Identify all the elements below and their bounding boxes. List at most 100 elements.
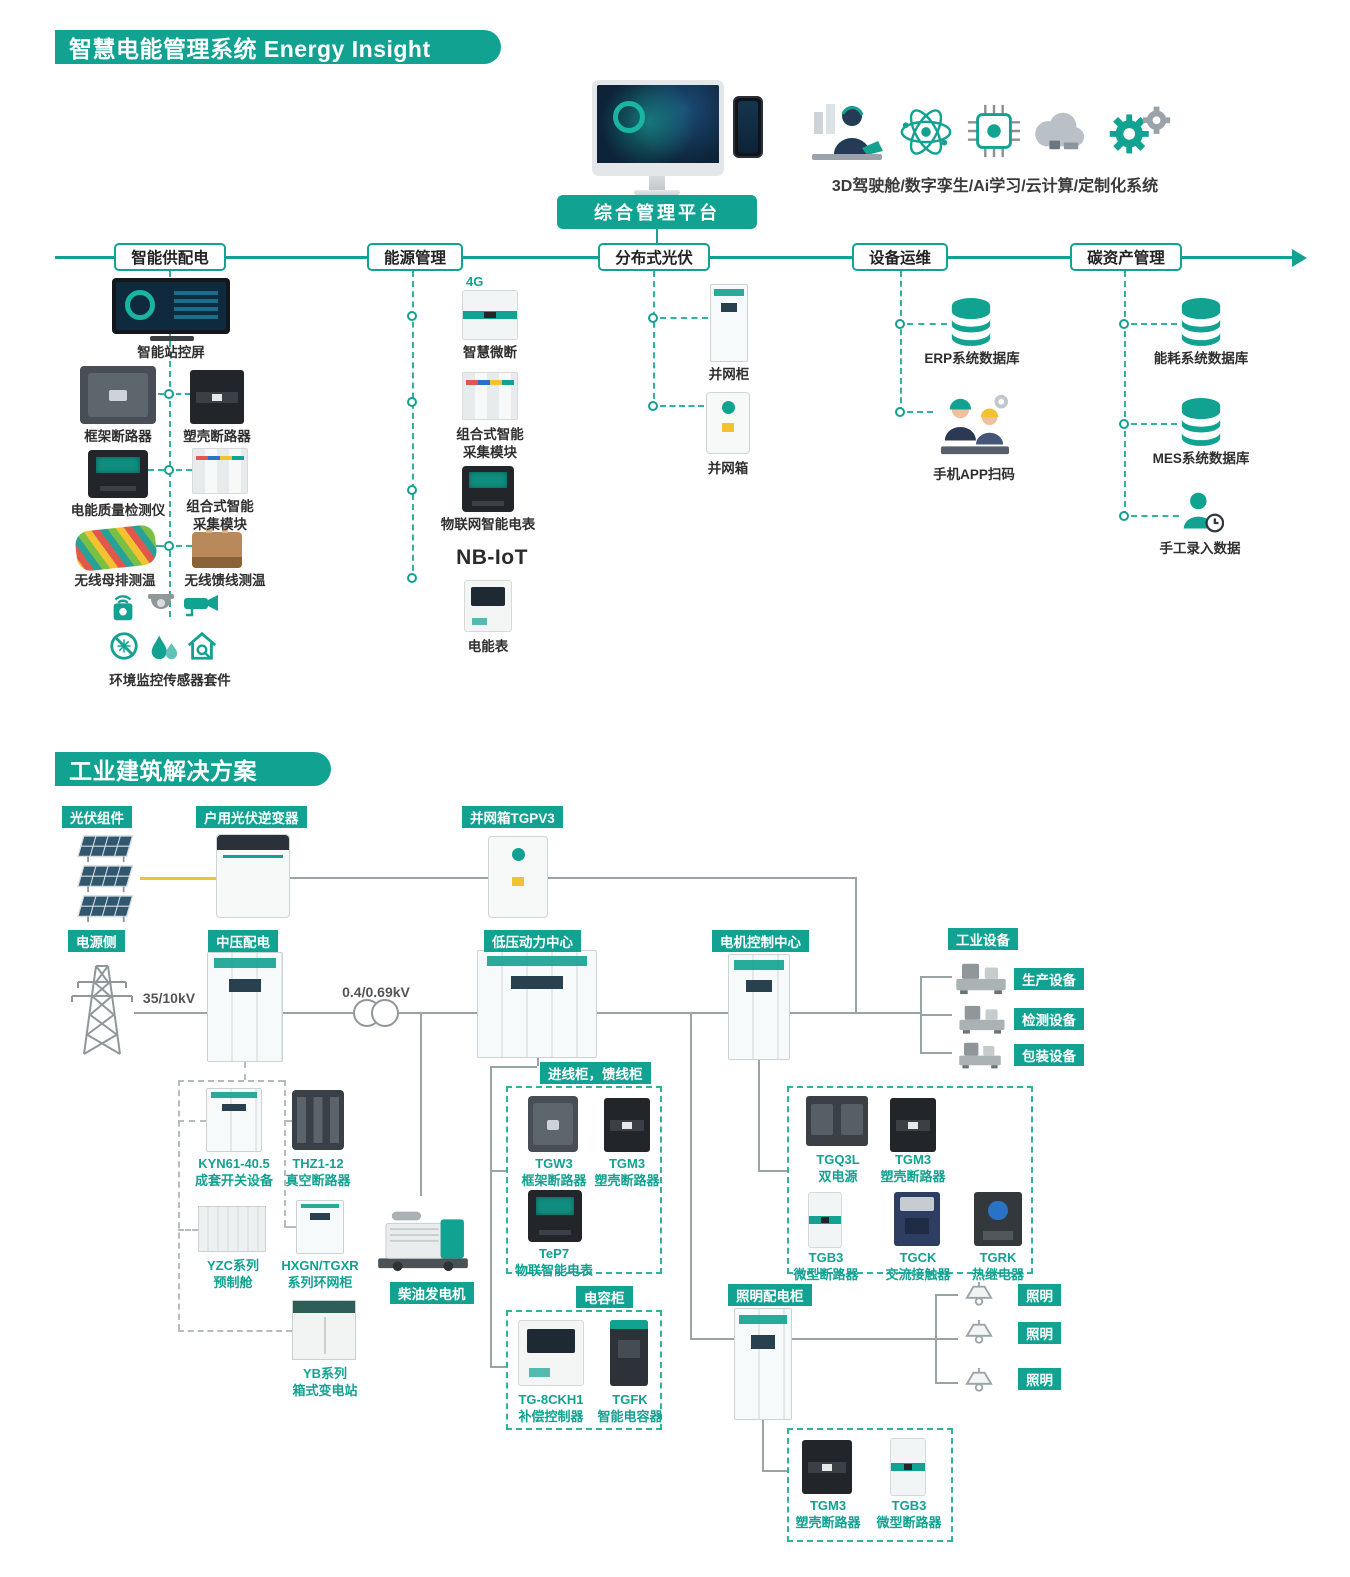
mv-tree-drop (244, 1062, 246, 1080)
gen-feed-line (420, 1014, 422, 1196)
mv-cabinet-image (207, 952, 283, 1062)
custom-system-gears-icon (1100, 96, 1176, 166)
equip-stub-2 (920, 1014, 952, 1016)
lamp-stub-1 (935, 1294, 958, 1296)
col5-dashed-line (1124, 271, 1126, 517)
lv-stub-2 (490, 1366, 506, 1368)
power-side-chip: 电源侧 (68, 930, 125, 952)
equip-stub-3 (920, 1052, 952, 1054)
col2-node-3 (407, 485, 417, 495)
transmission-tower-icon (70, 952, 134, 1056)
tgq3l-image (806, 1096, 868, 1146)
lamp-bus-line (935, 1294, 937, 1382)
testing-machine-icon (956, 1000, 1008, 1036)
col4-stub-1 (907, 323, 947, 325)
manual-entry-label: 手工录入数据 (1159, 541, 1241, 556)
yb-image (292, 1300, 356, 1360)
erp-db-label: ERP系统数据库 (924, 351, 1020, 366)
tg8ckh1-image (518, 1320, 584, 1386)
tgm3-mcc-image (890, 1098, 936, 1152)
bottom-drop-line (762, 1420, 764, 1470)
col3-stub-1 (660, 317, 708, 319)
mv-tree-top (178, 1080, 284, 1082)
inverter-to-box-line (290, 877, 488, 879)
tg8ckh1-label: TG-8CKH1 补偿控制器 (518, 1392, 584, 1424)
env-camera-icon (182, 590, 222, 620)
acq-module2-image (462, 372, 518, 420)
lv-tree-top (490, 1066, 537, 1068)
nbiot-logo: NB-IoT (456, 546, 528, 569)
app-scan-label: 手机APP扫码 (933, 467, 1015, 482)
tgb3-mcc-label: TGB3 微型断路器 (793, 1250, 859, 1282)
ai-chip-icon (966, 102, 1022, 160)
section-energy-title: 智慧电能管理系统 Energy Insight (69, 36, 431, 62)
incoming-dashed-box (506, 1086, 662, 1274)
packaging-chip: 包装设备 (1014, 1044, 1084, 1066)
col2-node-1 (407, 311, 417, 321)
erp-database-icon (948, 296, 994, 346)
mcc-stub (758, 1170, 787, 1172)
tgw3-label: TGW3 框架断路器 (521, 1156, 587, 1188)
col3-stub-2 (660, 405, 704, 407)
branch-carbon-mgmt: 碳资产管理 (1070, 243, 1182, 271)
tgrk-image (974, 1192, 1022, 1246)
lamp-icon (956, 1320, 1002, 1346)
tgw3-image (528, 1096, 578, 1152)
iot-meter-image (462, 466, 514, 512)
iot-meter-label: 物联网智能电表 (440, 517, 536, 532)
mv-dist-chip: 中压配电 (208, 930, 278, 952)
equip-stub-1 (920, 976, 952, 978)
cap-cab-chip: 电容柜 (576, 1286, 633, 1308)
station-screen-label: 智能站控屏 (137, 345, 205, 360)
kv04-text: 0.4/0.69kV (342, 984, 410, 1000)
mv-stub-hxgn (284, 1226, 296, 1228)
col5-node-2 (1119, 419, 1129, 429)
hxgn-label: HXGN/TGXR 系列环网柜 (281, 1258, 359, 1290)
col1-stub-2r (176, 469, 192, 471)
workers-app-icon (932, 390, 1016, 460)
col1-dashed-line (169, 271, 171, 617)
tgb3-mcc-image (808, 1192, 842, 1248)
col1-stub-1r (176, 393, 190, 395)
energy-meter-label: 电能表 (467, 639, 509, 654)
branch-smart-power: 智能供配电 (114, 243, 226, 271)
kyn-label: KYN61-40.5 成套开关设备 (194, 1156, 273, 1188)
lighting-feed-stub (690, 1338, 734, 1340)
lamp-feed-line (792, 1338, 958, 1340)
env-sensor-icon (108, 592, 138, 624)
imac-stand-neck (649, 176, 665, 190)
tgm3-feed-label: TGM3 塑壳断路器 (594, 1156, 660, 1188)
cockpit-person-icon (810, 98, 884, 164)
tgm3-feed-image (604, 1098, 650, 1152)
col2-node-4 (407, 573, 417, 583)
thz-label: THZ1-12 真空断路器 (285, 1156, 351, 1188)
energy-database-icon (1178, 296, 1224, 346)
tx-to-lv-line (399, 1012, 477, 1014)
phone (733, 96, 763, 158)
testing-chip: 检测设备 (1014, 1008, 1084, 1030)
col2-dashed-line (412, 271, 414, 581)
col5-stub-2 (1131, 423, 1177, 425)
tgrk-label: TGRK 热继电器 (971, 1250, 1024, 1282)
platform-connector (656, 229, 658, 256)
tep7-label: TeP7 物联智能电表 (514, 1246, 593, 1278)
packaging-machine-icon (950, 1038, 1010, 1070)
grid-box-tgpv3-image (488, 836, 548, 918)
lighting-chip-1: 照明 (1018, 1284, 1061, 1306)
col1-stub-3r (176, 545, 192, 547)
yb-label: YB系列 箱式变电站 (292, 1366, 358, 1398)
col5-node-3 (1119, 511, 1129, 521)
section-industry-title: 工业建筑解决方案 (69, 758, 257, 784)
acq-module-label: 组合式智能 采集模块 (186, 499, 254, 532)
lamp-icon (956, 1282, 1002, 1308)
col3-node-1 (648, 313, 658, 323)
mv-stub-kyn (178, 1120, 206, 1122)
env-water-leak-icon (146, 630, 180, 662)
col5-node-1 (1119, 319, 1129, 329)
grid-cabinet-image (710, 284, 748, 362)
tep7-image (528, 1190, 582, 1242)
mcc-chip: 电机控制中心 (712, 930, 809, 952)
smart-breaker-label: 智慧微断 (463, 345, 517, 360)
station-screen-base (150, 336, 194, 341)
platform-banner: 综合管理平台 (557, 195, 757, 229)
